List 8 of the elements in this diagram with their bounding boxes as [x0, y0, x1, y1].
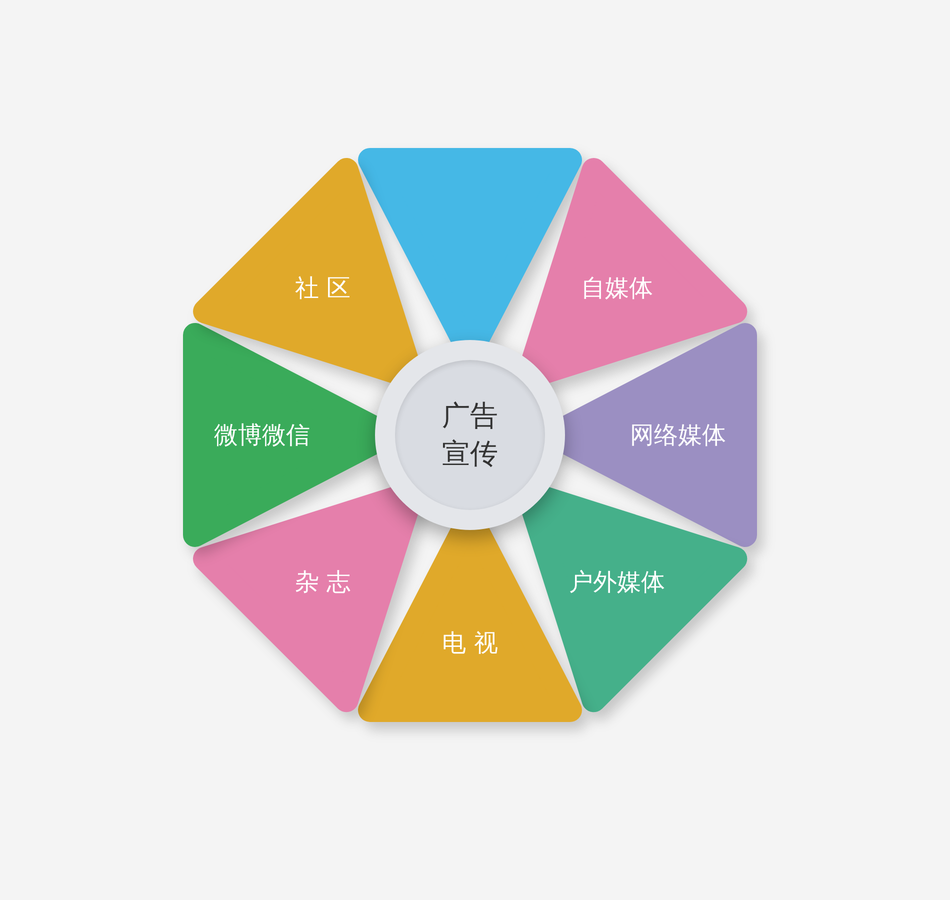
segment-label: 杂 志	[295, 567, 351, 598]
segment-label: 电 视	[442, 628, 498, 659]
segment-label: 微博微信	[214, 420, 310, 451]
segment-label: 网络媒体	[630, 420, 726, 451]
center-label: 广告宣传	[441, 398, 499, 472]
segment-label: 社 区	[295, 272, 351, 304]
segment-label: 自媒体	[581, 272, 654, 304]
segment-label: 户外媒体	[569, 567, 666, 598]
